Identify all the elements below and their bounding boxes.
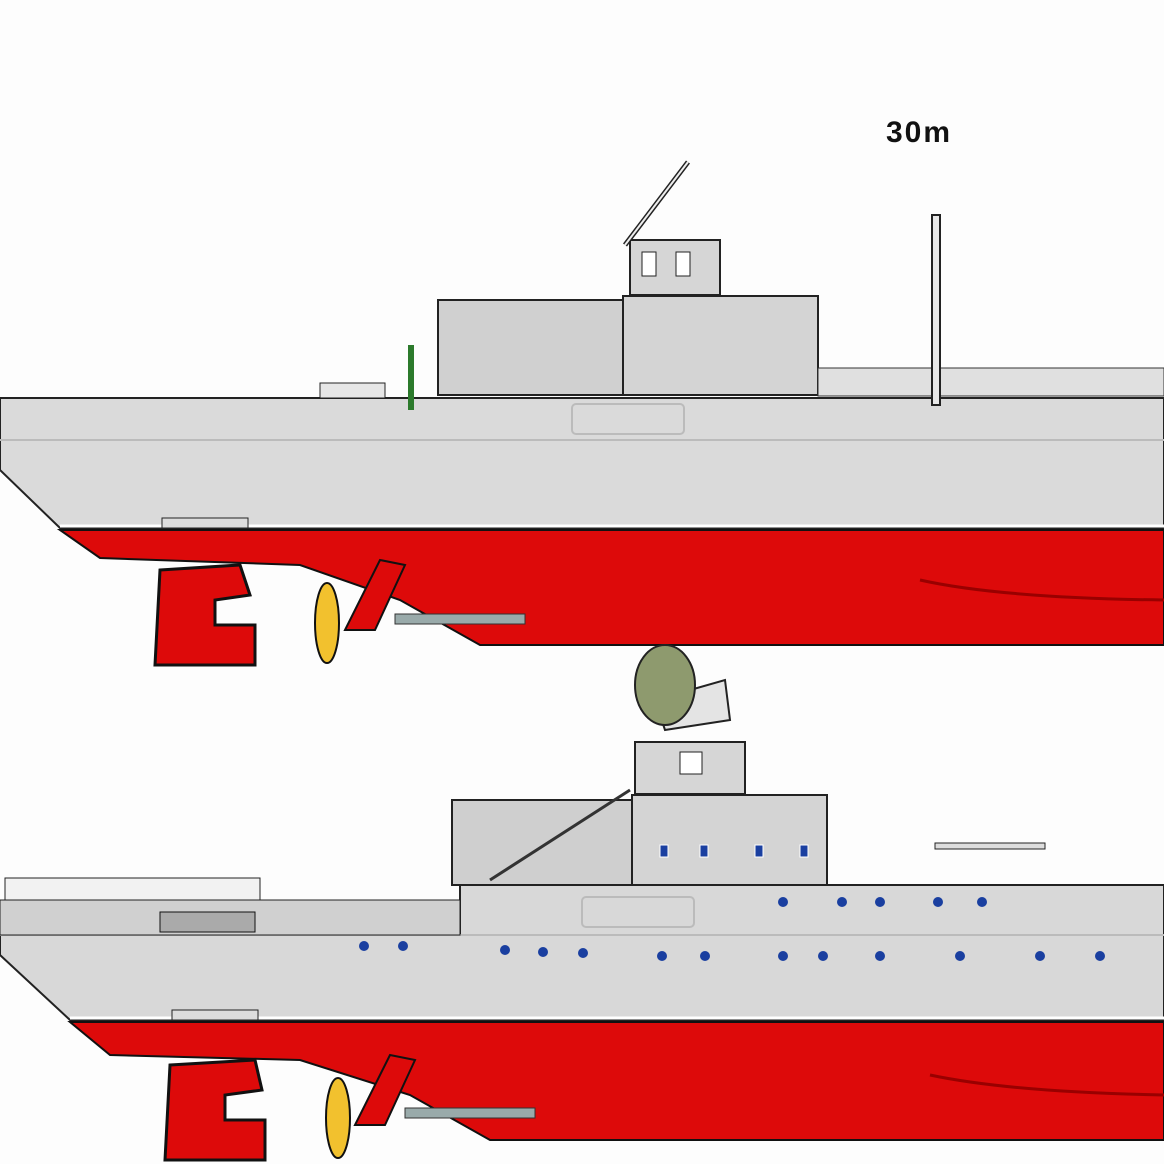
upper-propeller [314, 582, 340, 664]
upper-ship [0, 160, 1164, 667]
lower-hull-scuttles [359, 897, 1105, 961]
upper-superstructure-fwd [437, 299, 624, 396]
lower-propeller [325, 1077, 351, 1159]
lower-superstructure-aft [631, 794, 828, 886]
lower-ship [0, 644, 1164, 1162]
lower-portholes [659, 844, 809, 858]
lower-rudder [163, 1058, 267, 1162]
upper-hull-topside [0, 397, 1164, 529]
upper-rudder [153, 563, 257, 667]
lower-radar-dome [634, 644, 732, 732]
upper-superstructure-aft [622, 295, 819, 396]
lower-superstructure-fwd [451, 799, 633, 886]
upper-mast [931, 214, 941, 406]
scale-label: 30m [886, 118, 953, 148]
